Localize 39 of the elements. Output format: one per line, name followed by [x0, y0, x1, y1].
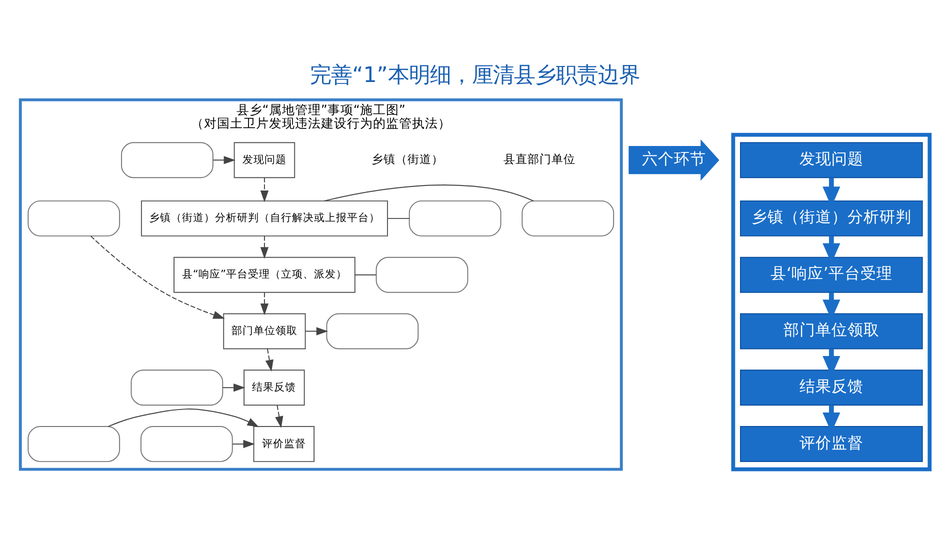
node-box — [130, 369, 224, 406]
arrow — [212, 156, 236, 164]
arrow — [108, 408, 259, 427]
arrow — [260, 176, 269, 202]
node-box: 结果反馈 — [740, 369, 923, 406]
label: 乡镇（街道） — [371, 152, 444, 166]
connector — [324, 184, 534, 201]
node-box: 部门单位领取 — [740, 312, 923, 349]
node-box: 发现问题 — [234, 142, 296, 178]
arrow — [275, 404, 284, 428]
arrow — [232, 439, 255, 448]
node-box — [140, 426, 233, 462]
arrow — [260, 291, 269, 315]
node-box: 部门单位领取 — [223, 312, 306, 349]
node-box: 乡镇（街道）分析研判 — [740, 200, 923, 236]
node-box — [121, 142, 214, 178]
arrow — [260, 235, 269, 258]
arrow — [222, 383, 246, 392]
node-box: 发现问题 — [740, 142, 923, 178]
connector — [387, 217, 410, 218]
node-box — [408, 200, 502, 236]
node-box: 县‘响应’平台受理 — [740, 256, 923, 292]
node-box: 县“响应”平台受理（立项、派发） — [174, 256, 356, 292]
node-box — [28, 200, 120, 236]
label: 县直部门单位 — [504, 152, 576, 166]
arrow — [265, 348, 274, 372]
node-box — [376, 256, 468, 292]
node-box: 评价监督 — [740, 426, 923, 462]
node-box — [522, 200, 614, 236]
cluster — [731, 132, 932, 471]
node-box: 结果反馈 — [244, 369, 305, 406]
arrow — [90, 235, 225, 318]
connector — [354, 274, 377, 275]
diagram-title: 完善“1”本明细，厘清县乡职责边界 — [310, 62, 640, 88]
node-box: 评价监督 — [253, 426, 315, 462]
node-box — [326, 312, 419, 349]
arrow — [304, 326, 328, 335]
node-box: 乡镇（街道）分析研判（自行解决或上报平台） — [140, 200, 388, 236]
node-box — [28, 426, 120, 462]
